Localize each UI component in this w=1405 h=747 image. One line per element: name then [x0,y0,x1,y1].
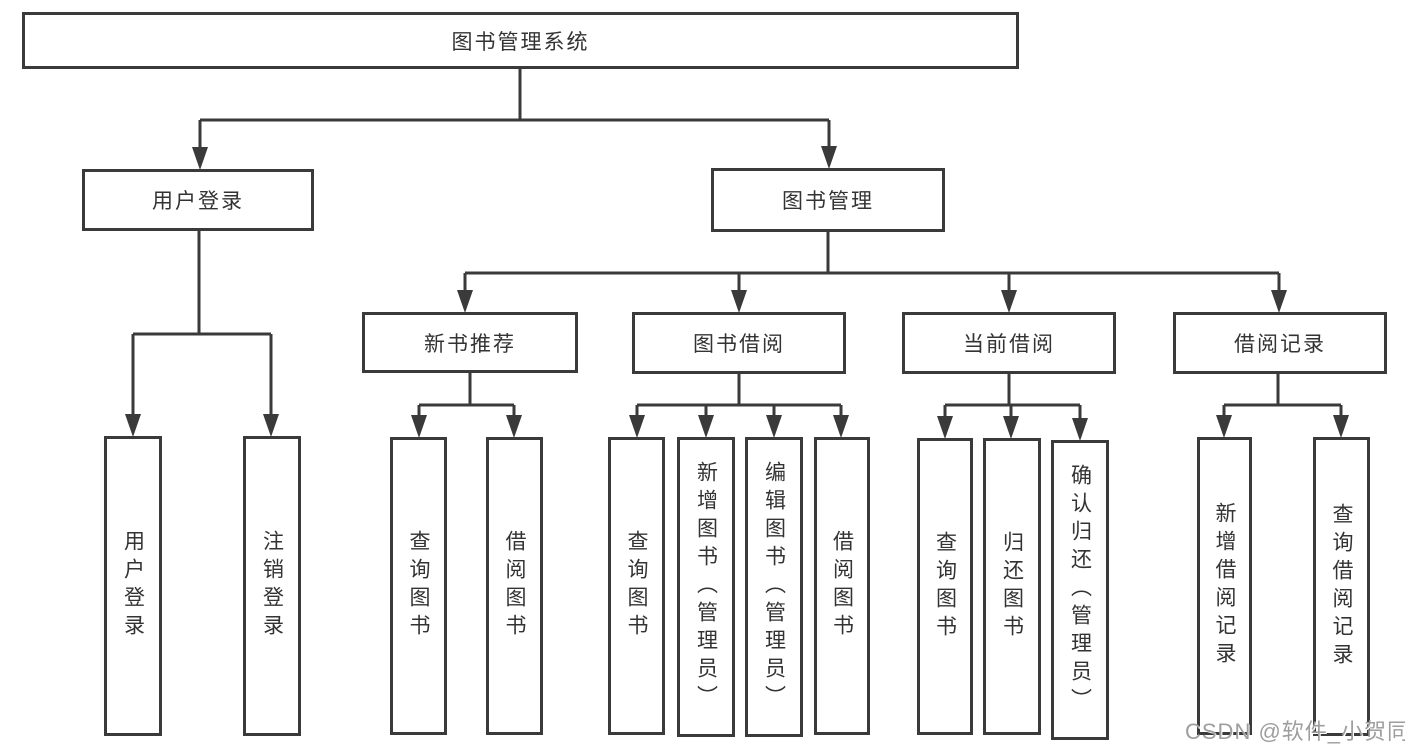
connector-new-book-recommend [417,372,516,434]
leaf-current-query-books: 查询图书 [917,438,973,735]
arrowhead [192,147,208,170]
arrowhead [833,415,849,438]
arrowhead [731,290,747,313]
leaf-recommend-borrow-books: 借阅图书 [486,437,543,735]
connector-user-login [131,231,273,433]
leaf-user-login: 用户登录 [104,436,162,736]
connector-root [198,69,831,166]
node-book-management: 图书管理 [711,168,945,232]
arrowhead [629,415,645,438]
leaf-recommend-query-books: 查询图书 [390,437,447,735]
node-book-borrowing: 图书借阅 [632,312,846,374]
leaf-borrow-add-books-admin: 新增图书（管理员） [677,437,735,737]
arrowhead [1003,416,1019,439]
arrowhead [411,415,427,438]
leaf-borrow-borrow-books: 借阅图书 [814,437,870,735]
arrowhead [125,414,141,437]
arrowhead [937,416,953,439]
arrowhead [698,415,714,438]
arrowhead [1216,415,1232,438]
leaf-records-add: 新增借阅记录 [1197,437,1252,735]
connector-book-management [463,232,1281,309]
arrowhead [766,415,782,438]
node-borrowing-records: 借阅记录 [1173,312,1387,374]
node-user-login: 用户登录 [82,169,314,231]
leaf-current-return-books: 归还图书 [983,438,1041,735]
arrowhead [821,146,837,169]
arrowhead [1072,418,1088,441]
arrowhead [1001,290,1017,313]
leaf-borrow-edit-books-admin: 编辑图书（管理员） [745,437,803,737]
node-root: 图书管理系统 [22,12,1019,69]
arrowhead [1333,415,1349,438]
leaf-current-confirm-return-admin: 确认归还（管理员） [1051,440,1109,740]
arrowhead [1271,290,1287,313]
leaf-borrow-query-books: 查询图书 [608,437,665,735]
arrowhead [506,415,522,438]
watermark: CSDN @软件_小贺同学 [1185,719,1405,744]
leaf-logout: 注销登录 [243,436,301,736]
arrowhead [457,290,473,313]
connector-book-borrowing [635,373,843,434]
connector-borrowing-records [1222,373,1343,434]
arrowhead [263,414,279,437]
leaf-records-query: 查询借阅记录 [1313,437,1370,736]
node-current-borrowing: 当前借阅 [902,312,1116,374]
node-new-book-recommend: 新书推荐 [362,312,578,373]
